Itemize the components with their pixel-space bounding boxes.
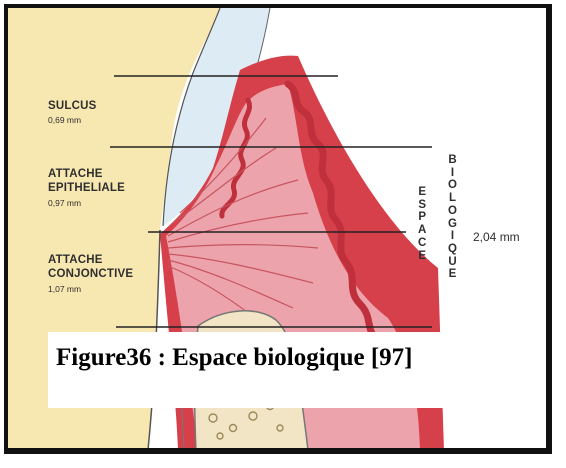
sulcus-measure: 0,69 mm xyxy=(48,115,81,125)
espace-letter: P xyxy=(418,211,426,224)
espace-letter: E xyxy=(418,186,426,199)
figure-caption: Figure36 : Espace biologique [97] xyxy=(56,344,412,372)
biologique-letter: L xyxy=(449,192,456,205)
espace-letter: E xyxy=(418,250,426,263)
epithelial-label-line2: EPITHELIALE xyxy=(48,182,125,195)
biologique-letter: G xyxy=(448,218,457,231)
total-width-label: 2,04 mm xyxy=(473,230,520,244)
conjunctive-label-line1: ATTACHE xyxy=(48,254,103,267)
biologique-letter: O xyxy=(448,179,457,192)
biologique-letter: I xyxy=(451,230,454,243)
sulcus-label: SULCUS xyxy=(48,100,96,113)
biologique-letter: I xyxy=(451,167,454,180)
caption-box: Figure36 : Espace biologique [97] xyxy=(48,332,446,408)
conjunctive-measure: 1,07 mm xyxy=(48,284,81,294)
biologique-letter: B xyxy=(448,154,456,167)
espace-letter: S xyxy=(418,199,426,212)
biologique-letter: O xyxy=(448,205,457,218)
espace-letter: A xyxy=(418,224,426,237)
epithelial-label-line1: ATTACHE xyxy=(48,168,103,181)
figure-frame: SULCUS 0,69 mm ATTACHE EPITHELIALE 0,97 … xyxy=(4,4,552,454)
conjunctive-label-line2: CONJONCTIVE xyxy=(48,268,133,281)
biologique-letter: U xyxy=(448,256,456,269)
espace-letter: C xyxy=(418,237,426,250)
epithelial-measure: 0,97 mm xyxy=(48,198,81,208)
biologique-letter: Q xyxy=(448,243,457,256)
biologique-letter: E xyxy=(449,268,457,281)
